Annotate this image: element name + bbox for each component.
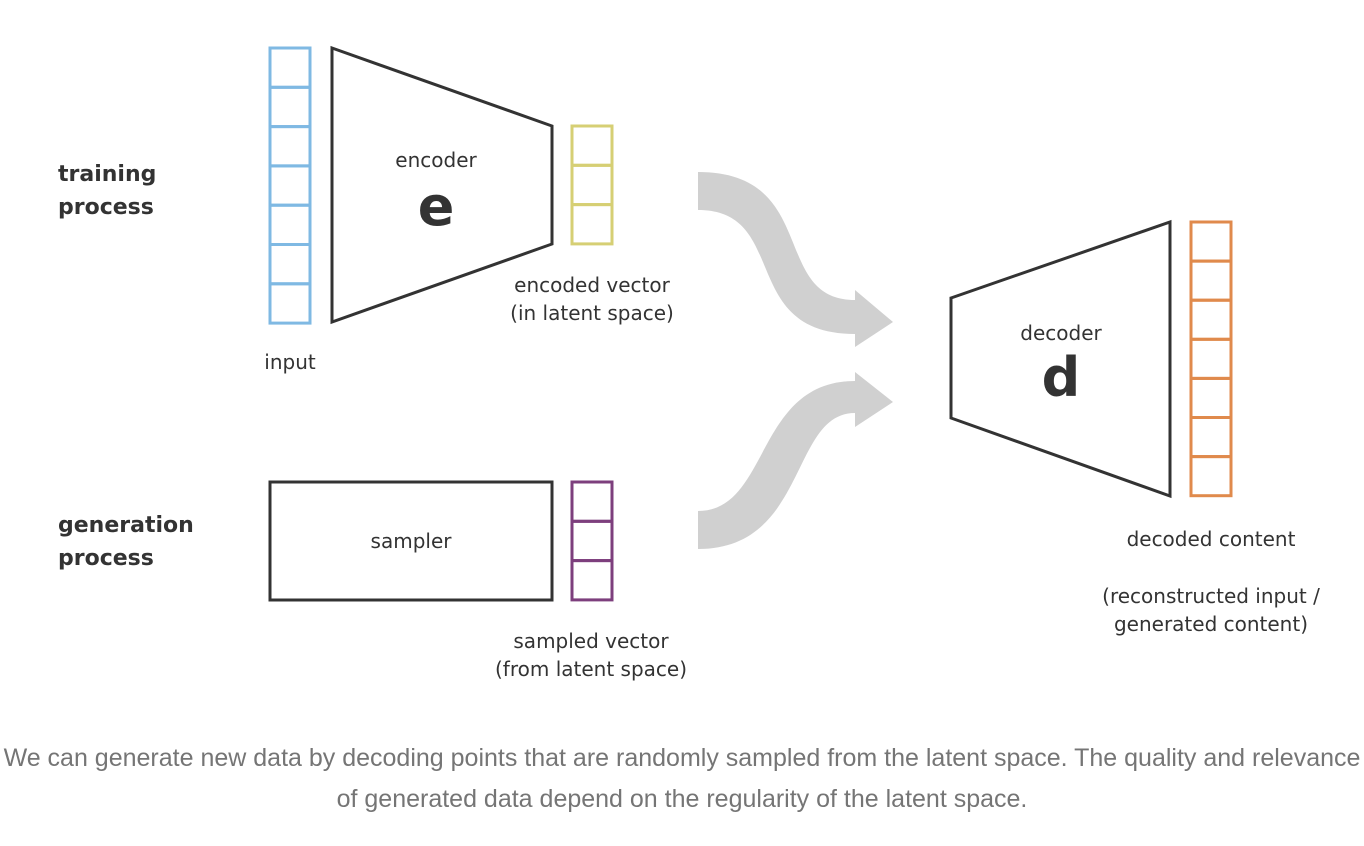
generation-process-label-line2: process [58, 546, 154, 571]
input-vector [268, 46, 312, 325]
decoded-vector-cell [1189, 455, 1233, 498]
decoded-vector-cell [1189, 298, 1233, 341]
vae-generation-diagram: training process generation process inpu… [58, 45, 1320, 681]
encoded-vector-cell [570, 203, 614, 246]
decoded-vector [1189, 220, 1233, 498]
sampler-block [268, 480, 554, 602]
decoder-block [949, 219, 1172, 499]
input-vector-cell [268, 203, 312, 246]
decoder-label: decoder [1020, 321, 1102, 345]
encoder-block [330, 45, 554, 325]
sampled-vector-cell [570, 480, 614, 523]
input-vector-cell [268, 85, 312, 129]
input-label: input [264, 350, 316, 374]
encoder-symbol: e [418, 175, 455, 238]
decoded-vector-cell [1189, 337, 1233, 380]
input-vector-cell [268, 243, 312, 286]
decoded-vector-cell [1189, 259, 1233, 302]
sampled-vector [570, 480, 614, 602]
generation-process-label-line1: generation [58, 513, 194, 538]
encoded-vector-cell [570, 163, 614, 207]
encoded-vector-label-line1: encoded vector [514, 273, 670, 297]
decoded-vector-cell [1189, 220, 1233, 263]
encoder-label: encoder [395, 148, 477, 172]
sampled-vector-cell [570, 519, 614, 563]
sampler-label: sampler [371, 529, 453, 553]
sampled-vector-label-line2: (from latent space) [495, 657, 687, 681]
decoded-sublabel-line1: (reconstructed input / [1102, 584, 1320, 608]
encoded-vector-cell [570, 124, 614, 167]
decoded-content-label: decoded content [1127, 527, 1296, 551]
input-vector-cell [268, 46, 312, 89]
decoder-symbol: d [1042, 346, 1081, 409]
training-process-label-line2: process [58, 195, 154, 220]
encoded-vector [570, 124, 614, 246]
input-vector-cell [268, 282, 312, 325]
encoded-vector-label-line2: (in latent space) [510, 301, 674, 325]
decoded-sublabel-line2: generated content) [1114, 612, 1308, 636]
generation-arrow [698, 372, 893, 549]
figure-caption: We can generate new data by decoding poi… [3, 744, 1361, 813]
decoded-vector-cell [1189, 376, 1233, 419]
sampled-vector-cell [570, 559, 614, 602]
training-process-label-line1: training [58, 162, 156, 187]
training-arrow [698, 172, 893, 347]
input-vector-cell [268, 164, 312, 207]
sampled-vector-label-line1: sampled vector [513, 629, 669, 653]
decoded-vector-cell [1189, 416, 1233, 459]
input-vector-cell [268, 125, 312, 168]
